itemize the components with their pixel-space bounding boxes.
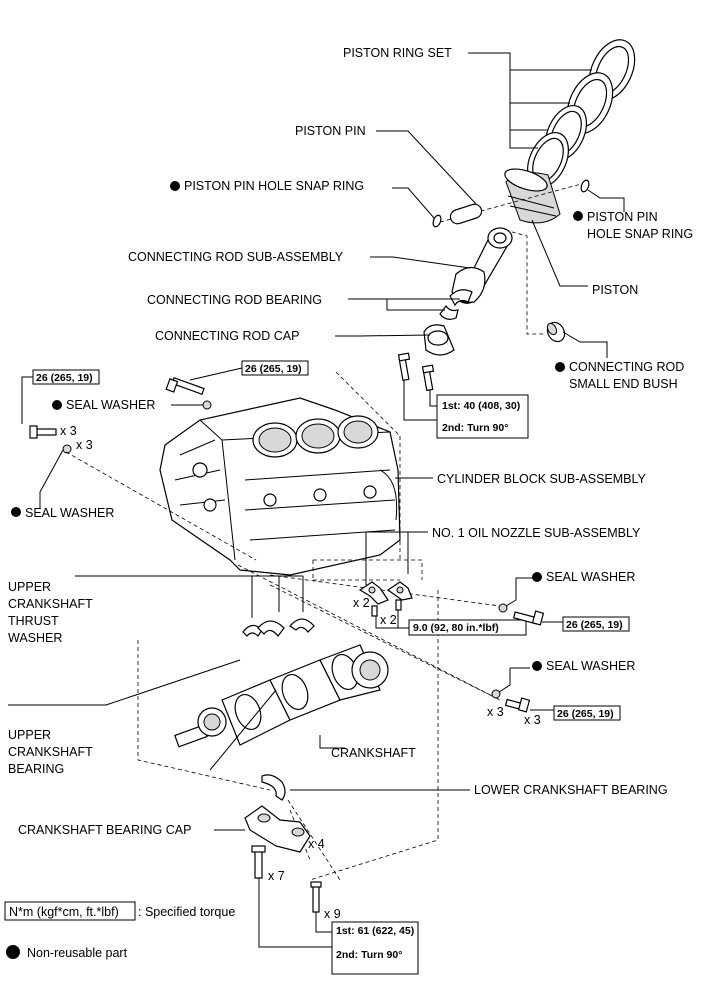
snap-ring-right [580,179,590,193]
label-upper-thrust-3: THRUST [8,614,59,628]
non-reusable-icon [6,945,20,959]
top-bolt [165,376,205,396]
qty-oil-nozzle: x 2 [353,596,370,610]
qty-cap-bolt-7: x 7 [268,869,285,883]
label-upper-bearing-3: BEARING [8,762,64,776]
torque-box-rod: 1st: 40 (408, 30) 2nd: Turn 90° [436,394,529,439]
non-reusable-icon [555,362,565,372]
small-end-bush [546,321,566,343]
label-lower-bearing: LOWER CRANKSHAFT BEARING [474,783,668,797]
qty-right-bolt-2: x 3 [524,713,541,727]
non-reusable-icon [532,572,542,582]
non-reusable-icon [532,661,542,671]
qty-left-bolt: x 3 [60,424,77,438]
cylinder-block [159,397,401,576]
right-seal-washer-1 [498,603,508,613]
qty-oil-nozzle-bolt: x 2 [380,613,397,627]
label-upper-thrust-4: WASHER [8,631,62,645]
torque-box-right-26-b: 26 (265, 19) [553,705,621,721]
right-bolt-1 [512,610,545,626]
rod-bolt [397,352,435,392]
oil-nozzle [358,581,413,605]
torque-box-cap: 1st: 61 (622, 45) 2nd: Turn 90° [331,921,419,975]
torque-box-top-26: 26 (265, 19) [241,360,309,376]
crankshaft [174,644,389,748]
qty-right-washer-2: x 3 [487,705,504,719]
label-seal-washer-left: SEAL WASHER [25,506,114,520]
right-bolt-2 [504,697,531,713]
label-seal-washer-right-1: SEAL WASHER [546,570,635,584]
legend: N*m (kgf*cm, ft.*lbf) : Specified torque… [4,901,235,960]
non-reusable-icon [170,181,180,191]
legend-torque-unit: N*m (kgf*cm, ft.*lbf) [9,905,119,919]
torque-cap-2nd: 2nd: Turn 90° [336,949,402,961]
upper-thrust-washer [242,618,315,637]
crankshaft-bearing-cap [244,805,311,853]
torque-oil-nozzle: 9.0 (92, 80 in.*lbf) [413,622,499,634]
piston-ring-set [526,39,636,188]
legend-non-reusable: Non-reusable part [27,946,128,960]
connecting-rod-cap [423,324,455,356]
non-reusable-icon [52,400,62,410]
label-upper-thrust-1: UPPER [8,580,51,594]
label-upper-bearing-1: UPPER [8,728,51,742]
torque-box-oil-nozzle: 9.0 (92, 80 in.*lbf) [408,619,527,636]
left-bolt [29,425,57,439]
torque-box-left-26: 26 (265, 19) [32,369,100,385]
torque-box-right-26-a: 26 (265, 19) [562,616,630,632]
label-bearing-cap: CRANKSHAFT BEARING CAP [18,823,191,837]
label-small-end-bush-1: CONNECTING ROD [569,360,684,374]
label-snap-ring-right-2: HOLE SNAP RING [587,227,693,241]
lower-crankshaft-bearing [261,774,286,801]
left-seal-washer [62,444,72,454]
label-snap-ring-right-1: PISTON PIN [587,210,658,224]
torque-top-26: 26 (265, 19) [245,363,302,375]
torque-right-26-b: 26 (265, 19) [557,708,614,720]
piston-pin [449,203,483,225]
label-seal-washer-top: SEAL WASHER [66,398,155,412]
torque-rod-2nd: 2nd: Turn 90° [442,422,508,434]
qty-bearing-cap: x 4 [308,837,325,851]
label-crankshaft: CRANKSHAFT [331,746,416,760]
legend-torque-desc: : Specified torque [138,905,235,919]
label-upper-thrust-2: CRANKSHAFT [8,597,93,611]
cap-bolt [251,845,322,913]
torque-left-26: 26 (265, 19) [36,372,93,384]
label-oil-nozzle: NO. 1 OIL NOZZLE SUB-ASSEMBLY [432,526,641,540]
label-upper-bearing-2: CRANKSHAFT [8,745,93,759]
label-snap-ring-left: PISTON PIN HOLE SNAP RING [184,179,364,193]
label-seal-washer-right-2: SEAL WASHER [546,659,635,673]
label-piston: PISTON [592,283,638,297]
non-reusable-icon [11,507,21,517]
top-seal-washer [202,400,212,410]
label-small-end-bush-2: SMALL END BUSH [569,377,678,391]
label-piston-pin: PISTON PIN [295,124,366,138]
non-reusable-icon [573,211,583,221]
torque-rod-1st: 1st: 40 (408, 30) [442,400,520,412]
connecting-rod-bearing [439,289,473,320]
label-connecting-rod-sub-assembly: CONNECTING ROD SUB-ASSEMBLY [128,250,344,264]
label-connecting-rod-bearing: CONNECTING ROD BEARING [147,293,322,307]
qty-cap-bolt-9: x 9 [324,907,341,921]
qty-left-washer: x 3 [76,438,93,452]
snap-ring-left [432,214,442,228]
label-cylinder-block: CYLINDER BLOCK SUB-ASSEMBLY [437,472,647,486]
torque-right-26-a: 26 (265, 19) [566,619,623,631]
right-seal-washer-2 [491,689,501,699]
torque-cap-1st: 1st: 61 (622, 45) [336,925,414,937]
piston [504,168,561,224]
label-connecting-rod-cap: CONNECTING ROD CAP [155,329,299,343]
label-piston-ring-set: PISTON RING SET [343,46,452,60]
